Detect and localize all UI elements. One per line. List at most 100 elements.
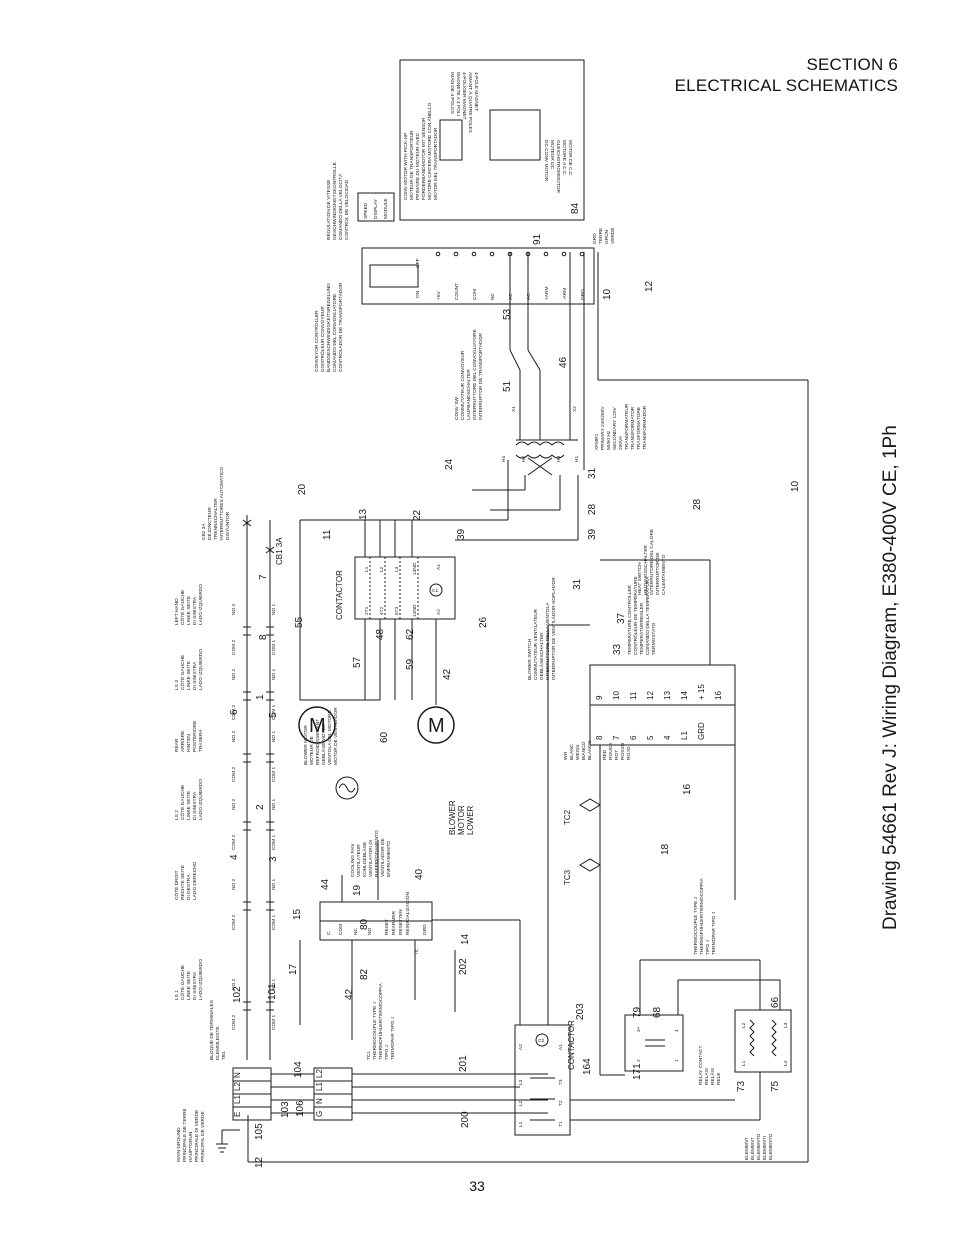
- page-number: 33: [469, 1178, 485, 1194]
- temp-ctrl-term: 12: [646, 691, 655, 700]
- svg-text:INTERRUTORE DEL CALORE: INTERRUTORE DEL CALORE: [649, 529, 655, 595]
- svg-text:L1: L1: [518, 1121, 524, 1127]
- heat-switch-label: HEAT SWITCH HEIZUNGSSCHALTER INTERRUTORE…: [637, 529, 667, 595]
- wire-number: 203: [575, 1003, 586, 1020]
- wire-number: 202: [458, 958, 469, 975]
- svg-text:TEMPERATURE CONTROLLER: TEMPERATURE CONTROLLER: [627, 584, 633, 655]
- svg-text:CB1 3A: CB1 3A: [275, 537, 284, 565]
- blower-motor-upper: M: [298, 706, 359, 800]
- conveyor-ctrl-terminal: [453, 251, 459, 257]
- wire-number: 102: [232, 986, 243, 1003]
- svg-text:THERMOFÜHLER/TERMOCOPPIA: THERMOFÜHLER/TERMOCOPPIA: [698, 877, 705, 955]
- svg-text:L1: L1: [741, 1060, 747, 1066]
- svg-text:L3: L3: [783, 1022, 789, 1028]
- wire-number: 12: [254, 1156, 265, 1168]
- limit-switch-label-line: HINTEN: [186, 734, 192, 752]
- speed-regulation-label: RÉGULATION DE VITESSE GESCHWINDIGKEITSKO…: [325, 162, 350, 240]
- tb1-label: BLOQUE DE TERMINALES KLEMMLEISTE TB1: [209, 1000, 227, 1060]
- svg-text:AIMANT À QUATRE POLES: AIMANT À QUATRE POLES: [467, 72, 474, 133]
- svg-text:SPEED: SPEED: [363, 202, 369, 219]
- connecting-wires: [299, 252, 781, 1121]
- svg-text:RELE: RELE: [716, 1072, 722, 1085]
- svg-text:TC: TC: [414, 948, 420, 955]
- wire-number: 91: [532, 233, 543, 245]
- temp-ctrl-term: GRD: [697, 722, 706, 740]
- svg-text:COMANDO DELLA TEMPERATURA: COMANDO DELLA TEMPERATURA: [645, 576, 651, 655]
- limit-switch-label-line: CÔTÉ GAUCHE: [179, 590, 186, 625]
- limit-switch-label-line: DI DESTRA: [186, 874, 192, 900]
- conveyor-controller: [361, 247, 595, 305]
- svg-text:H4: H4: [501, 456, 507, 462]
- wire-number: 24: [444, 458, 455, 470]
- svg-text:GEBLÄSE MOTOR: GEBLÄSE MOTOR: [320, 723, 327, 765]
- temp-ctrl-term: 11: [629, 691, 638, 700]
- svg-text:CONTROL DE VELOCIDAD: CONTROL DE VELOCIDAD: [344, 179, 350, 240]
- limit-switch-label-line: LINKE SEITE: [186, 791, 192, 820]
- tc-color-labels: WH BLANC WEISS BIANCO BLANCO RED ROUGE R…: [563, 740, 632, 760]
- svg-text:OFF: OFF: [415, 258, 421, 268]
- temp-ctrl-term: L1: [680, 731, 689, 740]
- tb1-terms-main: E L1 L2 N G N L1 L2: [233, 1069, 324, 1117]
- svg-text:4-POLE MAGNET: 4-POLE MAGNET: [473, 72, 479, 111]
- svg-text:RÉGULATION DE VITESSE: RÉGULATION DE VITESSE: [325, 180, 332, 240]
- limit-switch-label-line: ARRIÈRE: [179, 731, 186, 752]
- svg-text:RAFFREDDAMENTO: RAFFREDDAMENTO: [374, 830, 380, 877]
- ls-no2-label: NO 2: [231, 730, 237, 742]
- svg-text:TRENNSCHALTER: TRENNSCHALTER: [213, 498, 219, 540]
- wire-number: 79: [632, 1006, 643, 1018]
- svg-text:4: 4: [674, 1029, 680, 1032]
- svg-text:TRANSFORMADOR: TRANSFORMADOR: [642, 405, 648, 450]
- svg-text:INTERRUPTOR DE: INTERRUPTOR DE: [655, 552, 661, 595]
- svg-text:CONV MOTOR WITH PICK-UP: CONV MOTOR WITH PICK-UP: [403, 133, 409, 200]
- wire-number: 5: [268, 712, 279, 718]
- svg-text:14NO: 14NO: [412, 604, 418, 617]
- svg-text:THERMOFÜHLER/TERMOCOPPIA: THERMOFÜHLER/TERMOCOPPIA: [377, 982, 384, 1060]
- drawing-title: Drawing 54661 Rev J: Wiring Diagram, E38…: [880, 425, 901, 930]
- conveyor-ctrl-terminal: [579, 251, 585, 257]
- svg-text:TB1: TB1: [221, 1051, 227, 1060]
- conveyor-controller-switch: ON OFF: [415, 258, 421, 298]
- svg-text:M: M: [428, 715, 445, 737]
- wire-number: 59: [405, 658, 416, 670]
- wire-number: 164: [582, 1058, 593, 1075]
- svg-text:VENTILADOR DE: VENTILADOR DE: [380, 838, 386, 877]
- temp-ctrl-term: 13: [663, 691, 672, 700]
- wire-number: 15: [292, 908, 303, 920]
- limit-switch-label-line: LS 3: [174, 680, 180, 690]
- wire-number: 171: [632, 1063, 643, 1080]
- svg-text:RÉARMER: RÉARMER: [390, 910, 397, 935]
- section-header: SECTION 6 ELECTRICAL SCHEMATICS: [675, 54, 898, 96]
- limit-switch-label-line: LS 2: [174, 810, 180, 820]
- svg-text:ELEMENTI: ELEMENTI: [762, 1136, 768, 1160]
- temp-ctrl-term: 5: [646, 735, 655, 740]
- svg-text:RELAIS: RELAIS: [704, 1068, 710, 1085]
- main-contactor: C1 CONTACTOR L1 L2 L3 13NO A1 2T1 4T2 6T…: [335, 556, 456, 620]
- wire-number: 201: [458, 1055, 469, 1072]
- svg-text:L1: L1: [364, 566, 370, 572]
- temperature-controller: [589, 664, 736, 746]
- ls-com2-label: COM 2: [231, 639, 237, 655]
- svg-text:BLOWER SWITCH: BLOWER SWITCH: [527, 638, 533, 680]
- svg-text:TERMOSTATO: TERMOSTATO: [651, 622, 657, 655]
- wire-number: 11: [322, 529, 333, 540]
- svg-text:T2: T2: [558, 1100, 564, 1106]
- temp-ctrl-term: 6: [629, 735, 638, 740]
- svg-text:ROUGE: ROUGE: [608, 742, 614, 760]
- wire-number: 106: [295, 1100, 306, 1117]
- wire-number: 48: [375, 628, 386, 640]
- svg-text:THERMOCOUPLE TYPE J: THERMOCOUPLE TYPE J: [372, 1001, 378, 1060]
- ls-com2-label: COM 2: [231, 834, 237, 850]
- wire-number: 73: [736, 1080, 747, 1092]
- svg-text:GEBLÄSESCHALTER: GEBLÄSESCHALTER: [538, 632, 545, 680]
- tb-term-n: N: [233, 1072, 242, 1078]
- svg-text:A2: A2: [436, 609, 442, 615]
- conveyor-ctrl-terminal: [561, 251, 567, 257]
- temp-ctrl-term: 4: [663, 735, 672, 740]
- svg-text:ÉLÉMENT: ÉLÉMENT: [749, 1137, 756, 1160]
- svg-text:TC3: TC3: [563, 869, 572, 885]
- temp-ctrl-term: 7: [612, 735, 621, 740]
- svg-text:CONTACTOR: CONTACTOR: [567, 1020, 576, 1070]
- svg-text:PRIMAIRE DU MOTEUR AVEC: PRIMAIRE DU MOTEUR AVEC: [415, 132, 421, 200]
- svg-text:ELEMENT: ELEMENT: [744, 1137, 750, 1160]
